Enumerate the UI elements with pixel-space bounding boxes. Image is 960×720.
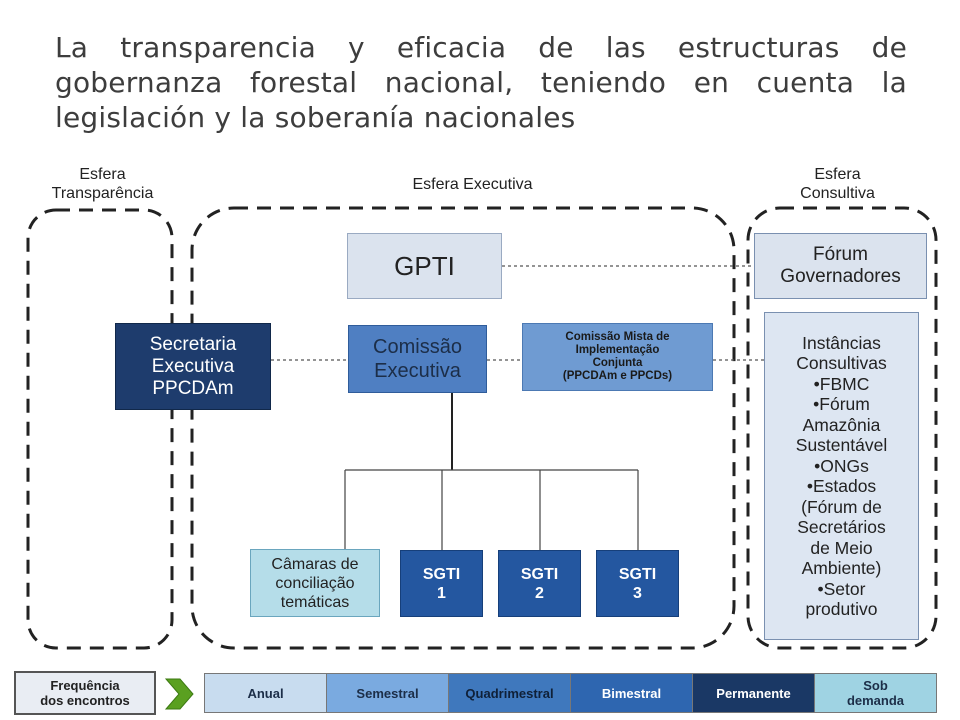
chevron-right-icon	[164, 678, 194, 710]
camaras-conciliacao-box: Câmaras de conciliação temáticas	[250, 549, 380, 617]
sphere-label-executiva: Esfera Executiva	[412, 176, 533, 193]
legend-anual: Anual	[205, 674, 327, 712]
legend-quadrimestral: Quadrimestral	[449, 674, 571, 712]
sgti-2-box: SGTI 2	[498, 550, 581, 617]
legend-permanente: Permanente	[693, 674, 815, 712]
instancias-consultivas-box: Instâncias Consultivas •FBMC •Fórum Amaz…	[764, 312, 919, 640]
forum-governadores-box: Fórum Governadores	[754, 233, 927, 299]
sgti-3-box: SGTI 3	[596, 550, 679, 617]
sphere-frame-executiva	[190, 206, 736, 650]
comissao-executiva-box: Comissão Executiva	[348, 325, 487, 393]
comissao-mista-box: Comissão Mista de Implementação Conjunta…	[522, 323, 713, 391]
legend-sob-demanda: Sob demanda	[815, 674, 936, 712]
frequency-label: Frequência dos encontros	[14, 671, 156, 715]
sphere-label-consultiva: Esfera Consultiva	[800, 166, 875, 202]
slide-title: La transparencia y eficacia de las estru…	[55, 31, 907, 134]
legend-semestral: Semestral	[327, 674, 449, 712]
sphere-frame-transparencia	[26, 208, 174, 650]
secretaria-executiva-box: Secretaria Executiva PPCDAm	[115, 323, 271, 410]
sgti-1-box: SGTI 1	[400, 550, 483, 617]
legend-bimestral: Bimestral	[571, 674, 693, 712]
sphere-label-transparencia: Esfera Transparência	[51, 166, 154, 202]
frequency-legend: Anual Semestral Quadrimestral Bimestral …	[204, 673, 937, 713]
gpti-box: GPTI	[347, 233, 502, 299]
